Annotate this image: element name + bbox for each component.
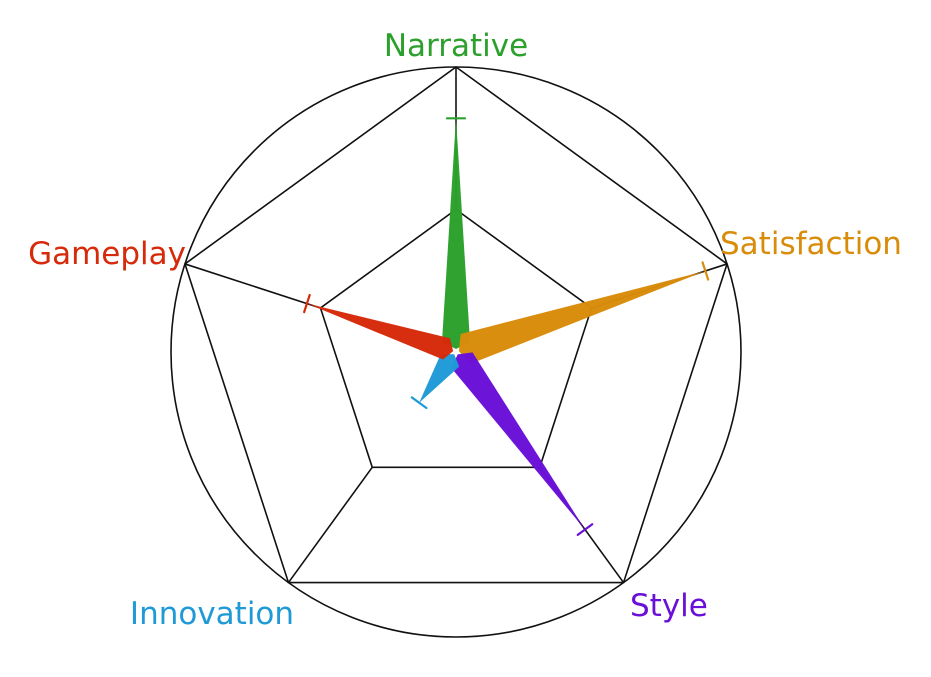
grid-ring-2 xyxy=(184,66,728,584)
axis-label-gameplay: Gameplay xyxy=(28,236,186,272)
spoke-narrative xyxy=(441,118,471,349)
spoke-innovation xyxy=(419,353,460,403)
grid-ring-1 xyxy=(319,208,593,469)
axis-label-satisfaction: Satisfaction xyxy=(720,226,902,262)
axis-label-innovation: Innovation xyxy=(130,596,294,632)
spoke-cap-satisfaction xyxy=(701,261,710,281)
grid-axis-line-innovation xyxy=(287,466,373,584)
spoke-cap-innovation xyxy=(410,396,428,410)
spoke-satisfaction xyxy=(458,270,706,364)
spoke-cap-gameplay xyxy=(303,293,311,314)
spoke-gameplay xyxy=(306,303,454,360)
axis-label-narrative: Narrative xyxy=(384,28,528,64)
spoke-cap-style xyxy=(576,523,594,536)
radar-spokes xyxy=(303,117,710,536)
spoke-style xyxy=(451,352,585,530)
axis-label-style: Style xyxy=(630,588,708,624)
grid-axis-line-gameplay xyxy=(184,263,321,309)
